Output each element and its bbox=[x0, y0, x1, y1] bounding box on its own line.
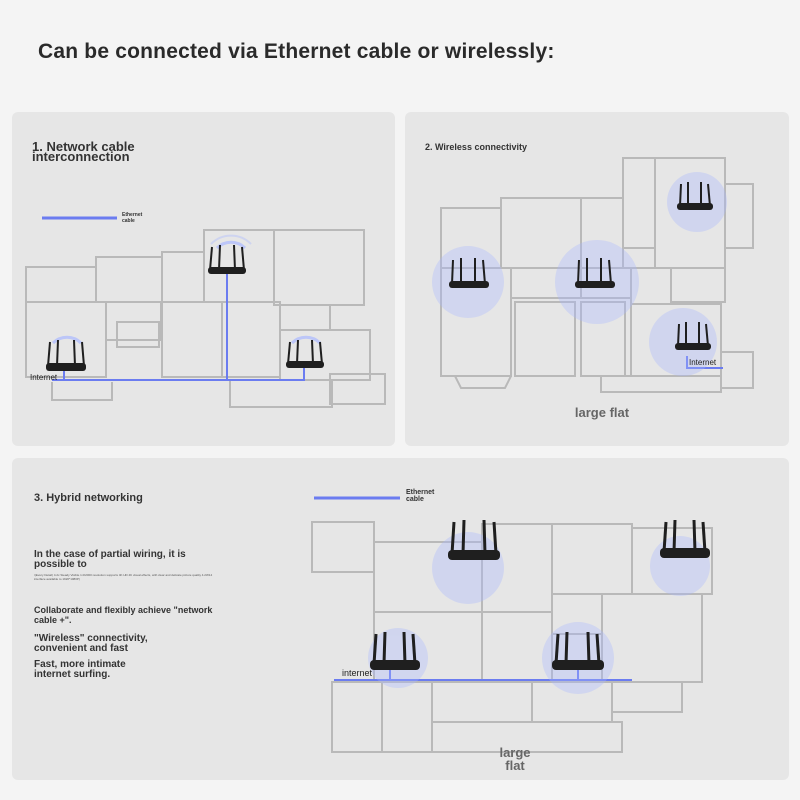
panel-network-cable: 1. Network cable interconnection Etherne… bbox=[12, 112, 395, 446]
router-icon bbox=[208, 234, 252, 274]
router-icon bbox=[449, 258, 489, 288]
hybrid-desc-2: Collaborate and flexibly achieve "networ… bbox=[34, 605, 213, 625]
hybrid-desc-1: In the case of partial wiring, it is pos… bbox=[34, 549, 186, 570]
hybrid-desc-4: Fast, more intimate internet surfing. bbox=[34, 659, 126, 680]
internet-label: Internet bbox=[30, 373, 58, 382]
router-icon bbox=[660, 519, 710, 558]
router-icon bbox=[286, 335, 324, 368]
panel1-title: 1. Network cable interconnection bbox=[32, 139, 135, 164]
hybrid-desc-3: "Wireless" connectivity, convenient and … bbox=[34, 633, 148, 654]
floorplan-hybrid bbox=[311, 496, 713, 753]
panel3-title: 3. Hybrid networking bbox=[34, 492, 143, 504]
router-icon bbox=[575, 258, 615, 288]
panel2-title: 2. Wireless connectivity bbox=[425, 142, 527, 152]
page-headline: Can be connected via Ethernet cable or w… bbox=[38, 40, 555, 63]
internet-label: internet bbox=[342, 668, 373, 678]
panel-wireless: 2. Wireless connectivity Internet large … bbox=[405, 112, 789, 446]
router-icon bbox=[448, 519, 500, 560]
router-icon bbox=[46, 335, 86, 371]
panel-hybrid: 3. Hybrid networking Ethernet cable In t… bbox=[12, 458, 789, 780]
legend-ethernet-label: Ethernet cable bbox=[122, 212, 143, 224]
floorplan-cable bbox=[25, 216, 386, 408]
router-icon bbox=[675, 322, 711, 350]
large-flat-caption: large flat bbox=[574, 405, 630, 420]
legend-ethernet-label: Ethernet cable bbox=[406, 489, 435, 503]
hybrid-desc-fineprint: \(Every Detail) 4.2x Steady Visible 1.0/… bbox=[34, 573, 213, 581]
large-flat-caption: large flat bbox=[499, 745, 531, 773]
router-icon bbox=[370, 631, 420, 670]
floorplan-wireless bbox=[432, 157, 754, 393]
router-icon bbox=[552, 631, 604, 670]
internet-label: Internet bbox=[689, 358, 717, 367]
router-icon bbox=[677, 182, 713, 210]
